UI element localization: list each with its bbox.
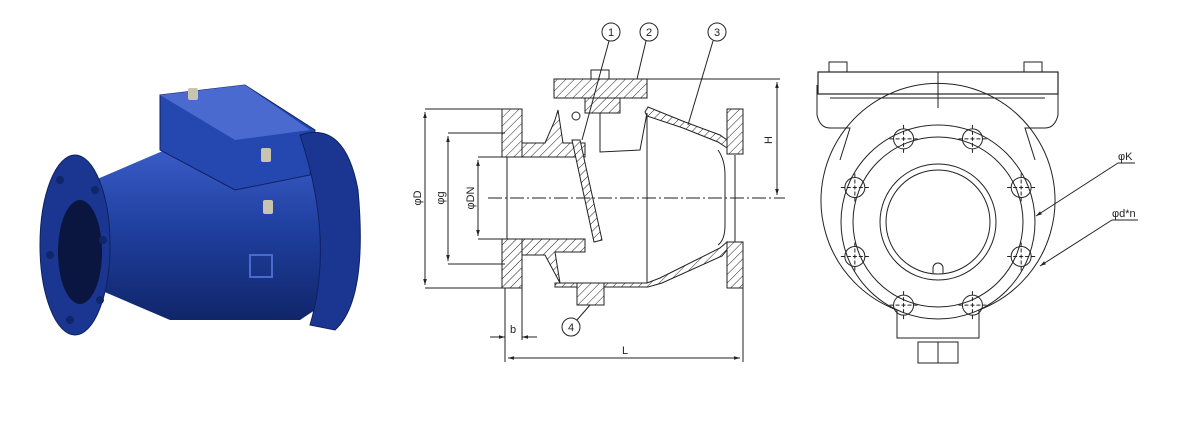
valve-photo (39, 84, 361, 336)
body-lower-left (521, 238, 586, 284)
dim-bolt-circle: φK (1118, 151, 1133, 163)
drain-plug (576, 282, 605, 306)
dim-length: L (622, 345, 628, 357)
body-upper-shell (644, 106, 728, 149)
svg-text:1: 1 (608, 27, 614, 39)
callout-2: 2 (639, 22, 659, 42)
svg-text:2: 2 (646, 27, 652, 39)
dim-outer-diameter: φD (412, 190, 424, 205)
dim-nominal: φDN (465, 186, 477, 209)
cover-bolt (188, 88, 198, 100)
inlet-bore (58, 200, 102, 304)
cover-bolt-right (1023, 61, 1043, 73)
svg-text:3: 3 (714, 27, 720, 39)
outlet-flange (299, 131, 361, 331)
flange-outline (820, 83, 1056, 339)
svg-text:4: 4 (568, 322, 574, 334)
cover-bolt (261, 148, 271, 162)
disc (571, 139, 603, 243)
dim-raised-face: φg (435, 191, 447, 204)
callout-1: 1 (601, 22, 621, 42)
callout-4: 4 (561, 317, 581, 337)
right-flange-bottom (726, 241, 744, 289)
cover-boss (584, 97, 621, 114)
body-lower-shell (554, 240, 728, 288)
dim-flange-thickness: b (510, 324, 516, 336)
cover-bolt-head (590, 69, 610, 80)
dim-height: H (763, 136, 775, 144)
logo-plate (249, 254, 273, 278)
right-flange-top (726, 108, 744, 155)
dim-bolt-holes: φd*n (1112, 208, 1136, 220)
end-view: φK φd*n (816, 61, 1138, 364)
cover-bolt-left (828, 61, 848, 73)
cover (553, 78, 648, 99)
cover-bolt (263, 200, 273, 214)
hinge-pin (571, 111, 581, 121)
callout-3: 3 (707, 22, 727, 42)
side-section-view: 1 2 3 4 φD φg φDN H L b (412, 22, 785, 362)
bolt-holes (840, 124, 1036, 320)
